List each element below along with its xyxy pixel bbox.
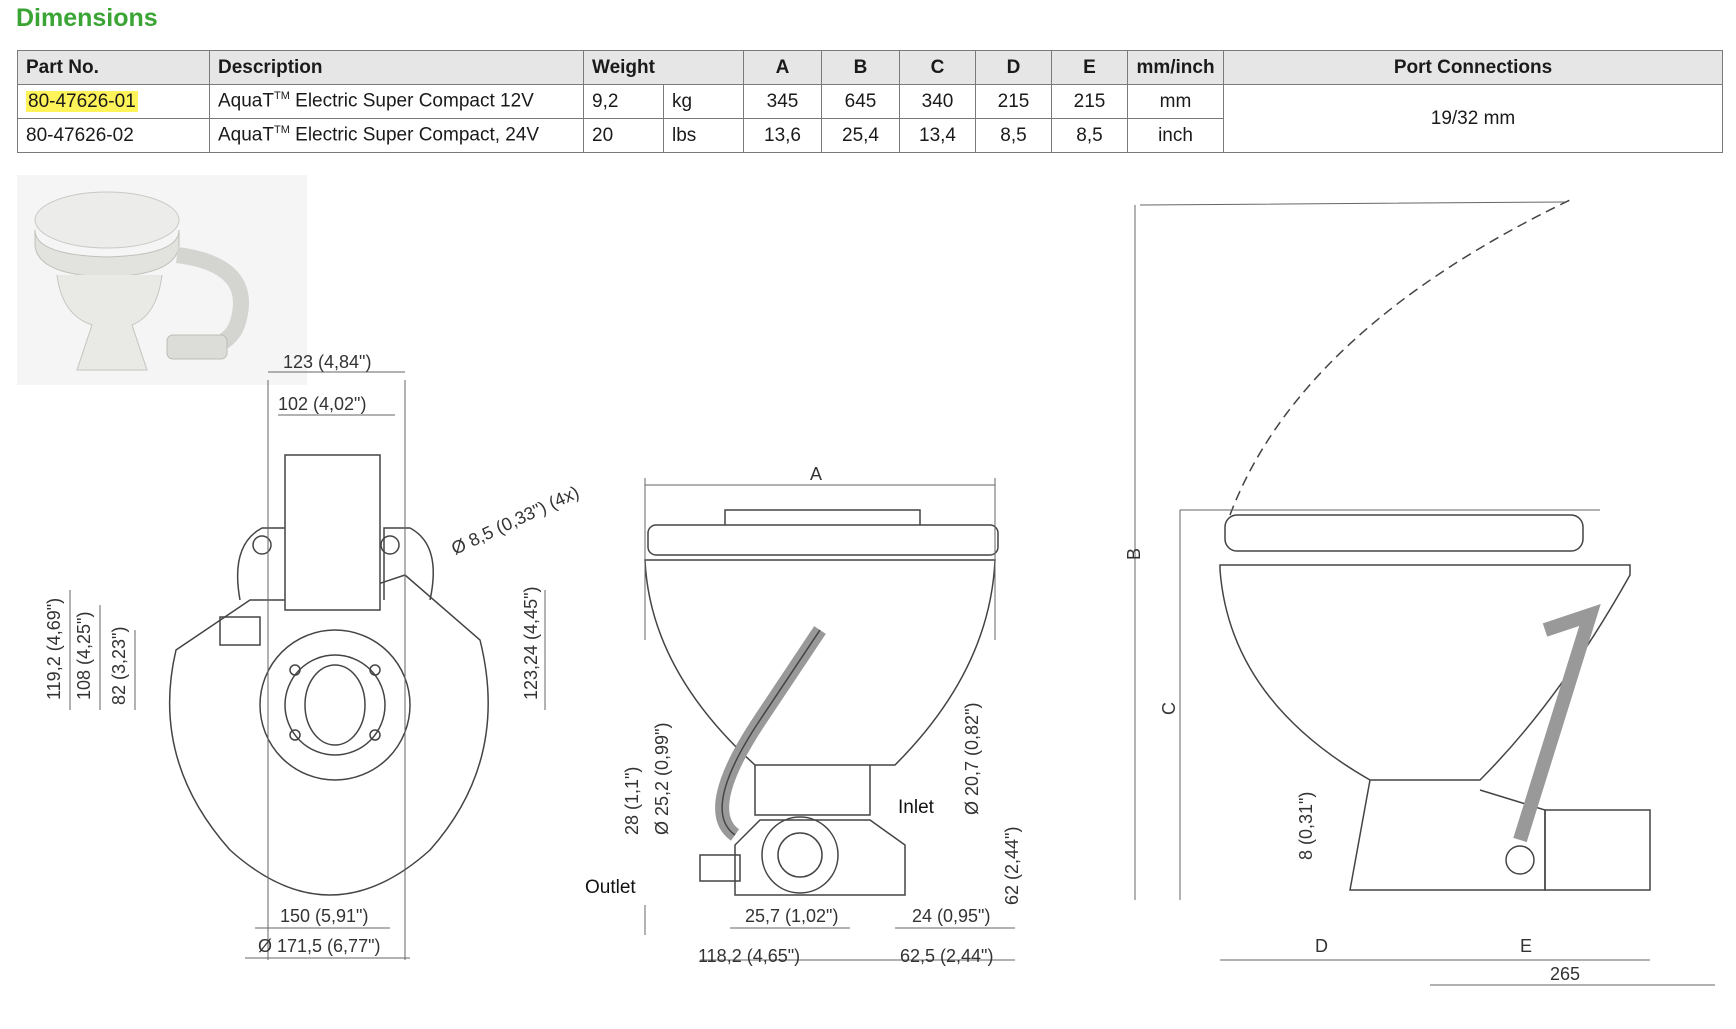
dim-108: 108 (4,25"): [74, 612, 94, 700]
header-d: D: [975, 50, 1052, 85]
dim-82: 82 (3,23"): [109, 627, 129, 705]
dim-24: 24 (0,95"): [912, 906, 990, 926]
outlet-label: Outlet: [585, 877, 636, 898]
weight-unit: kg: [663, 84, 744, 119]
dim-d: 8,5: [975, 118, 1052, 153]
dim-b-label: B: [1124, 548, 1144, 560]
dim-25-7: 25,7 (1,02"): [745, 906, 838, 926]
description: AquaTTM Electric Super Compact 12V: [209, 84, 584, 119]
technical-drawing: 123 (4,84") 102 (4,02") Ø 8,5 (0,33") (4…: [44, 199, 1715, 986]
table-row: 80-47626-01 AquaTTM Electric Super Compa…: [17, 84, 1723, 153]
dim-a-label: A: [810, 464, 822, 484]
header-description: Description: [209, 50, 584, 85]
dim-62: 62 (2,44"): [1002, 827, 1022, 905]
header-e: E: [1051, 50, 1128, 85]
dim-119: 119,2 (4,69"): [44, 598, 64, 700]
dim-123-24: 123,24 (4,45"): [521, 587, 541, 700]
top-view: [168, 454, 489, 896]
description: AquaTTM Electric Super Compact, 24V: [209, 118, 584, 153]
port-connections: 19/32 mm: [1223, 84, 1723, 153]
dim-265: 265: [1550, 964, 1580, 984]
dim-b: 25,4: [821, 118, 900, 153]
part-number: 80-47626-01: [17, 84, 210, 119]
highlighted-part-number: 80-47626-01: [26, 90, 138, 112]
dim-25-2: Ø 25,2 (0,99"): [652, 723, 672, 835]
side-view: [1219, 199, 1651, 891]
header-c: C: [899, 50, 976, 85]
dim-8: 8 (0,31"): [1296, 792, 1316, 860]
dimensions-table: Part No. Description Weight A B C D E mm…: [17, 50, 1723, 153]
dim-20-7: Ø 20,7 (0,82"): [962, 703, 982, 815]
dim-b: 645: [821, 84, 900, 119]
header-port: Port Connections: [1223, 50, 1723, 85]
dim-e-label: E: [1520, 936, 1532, 956]
header-b: B: [821, 50, 900, 85]
table-row: 80-47626-02 AquaTTM Electric Super Compa…: [17, 118, 1723, 153]
dim-28: 28 (1,1"): [622, 767, 642, 835]
weight-unit: lbs: [663, 118, 744, 153]
dim-171: Ø 171,5 (6,77"): [258, 936, 380, 956]
dim-c: 13,4: [899, 118, 976, 153]
page-title: Dimensions: [16, 4, 158, 32]
product-photo: [17, 175, 307, 385]
dim-a: 345: [743, 84, 822, 119]
dim-e: 8,5: [1051, 118, 1128, 153]
dim-c: 340: [899, 84, 976, 119]
unit: inch: [1127, 118, 1224, 153]
header-unit: mm/inch: [1127, 50, 1224, 85]
header-part-no: Part No.: [17, 50, 210, 85]
dim-d-label: D: [1315, 936, 1328, 956]
dim-123: 123 (4,84"): [283, 352, 371, 372]
inlet-label: Inlet: [898, 797, 935, 818]
dim-d: 215: [975, 84, 1052, 119]
dim-62-5: 62,5 (2,44"): [900, 946, 993, 966]
header-a: A: [743, 50, 822, 85]
unit: mm: [1127, 84, 1224, 119]
dim-hole: Ø 8,5 (0,33") (4x): [448, 482, 582, 559]
dim-c-label: C: [1159, 702, 1179, 715]
dim-150: 150 (5,91"): [280, 906, 368, 926]
dim-e: 215: [1051, 84, 1128, 119]
dim-102: 102 (4,02"): [278, 394, 366, 414]
front-view: [644, 509, 999, 896]
weight-value: 20: [583, 118, 664, 153]
part-number: 80-47626-02: [17, 118, 210, 153]
dim-118-2: 118,2 (4,65"): [698, 946, 800, 966]
table-header-row: Part No. Description Weight A B C D E mm…: [17, 50, 1723, 85]
weight-value: 9,2: [583, 84, 664, 119]
header-weight: Weight: [583, 50, 744, 85]
dim-a: 13,6: [743, 118, 822, 153]
